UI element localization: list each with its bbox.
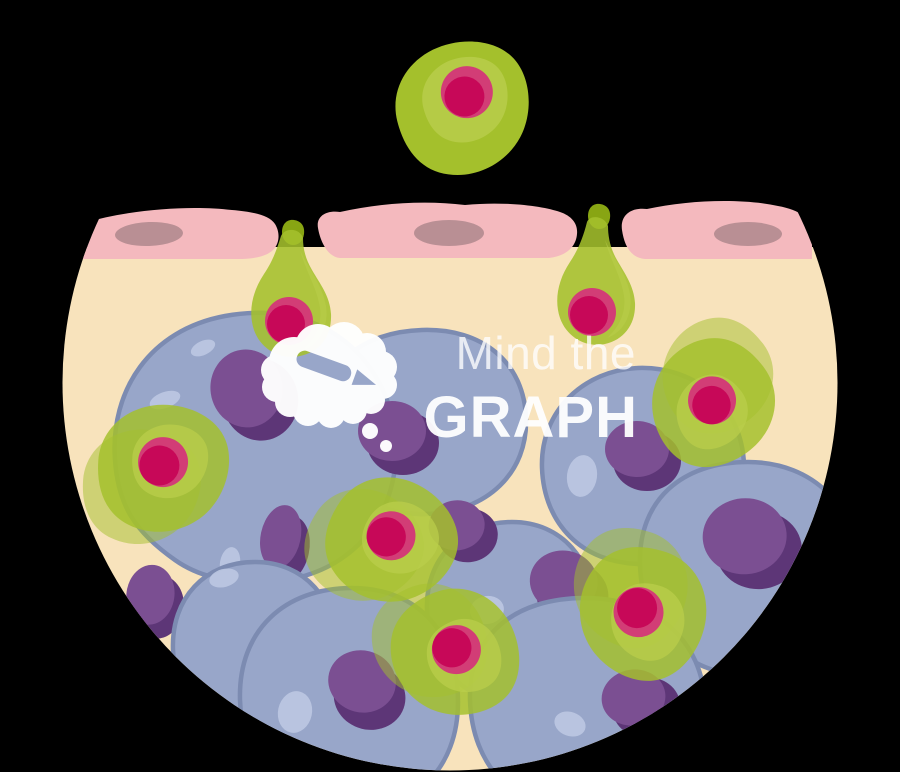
watermark-text-mind-the: Mind the <box>456 327 636 379</box>
epithelial-nucleus <box>714 222 782 246</box>
immune-cell <box>553 509 728 699</box>
thought-bubble <box>380 440 392 452</box>
epithelium-layer <box>80 200 812 259</box>
tissue-disc: Mind the GRAPH <box>62 200 838 771</box>
cell-highlight <box>209 568 239 588</box>
epithelial-nucleus <box>414 220 484 246</box>
cell-highlight <box>149 390 181 410</box>
epithelial-nucleus <box>115 221 183 247</box>
immune-cell <box>627 299 798 487</box>
thought-bubble <box>362 423 378 439</box>
cell-highlight <box>554 711 586 737</box>
tissue-cell-nucleus <box>358 401 439 475</box>
tissue-cell-nucleus <box>328 650 406 730</box>
cell-highlight <box>566 455 598 497</box>
immune-cell-transmigrating <box>557 203 636 345</box>
immune-cell-approaching <box>387 33 539 183</box>
immune-cell <box>359 571 533 731</box>
tissue-cell-nucleus <box>702 498 802 590</box>
brain-pencil-icon <box>261 322 397 428</box>
mind-the-graph-logo: Mind the GRAPH <box>261 322 638 452</box>
cell-highlight <box>277 691 313 733</box>
immune-cell <box>73 394 238 554</box>
tissue-cell-nucleus <box>605 421 681 491</box>
watermark-text-graph: GRAPH <box>424 385 638 450</box>
immune-cell <box>282 451 480 630</box>
cell-highlight <box>190 339 216 357</box>
